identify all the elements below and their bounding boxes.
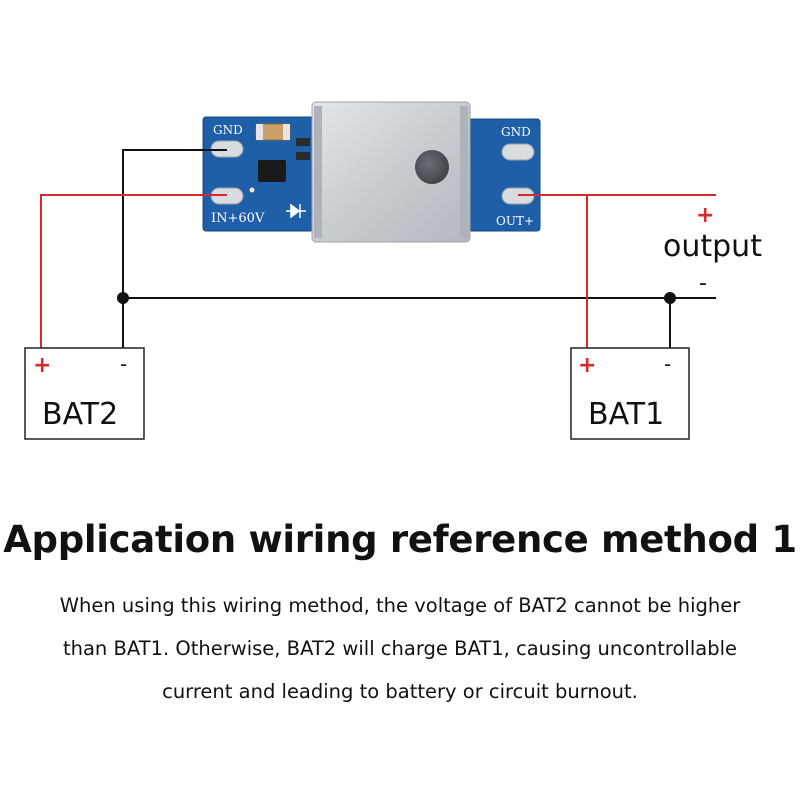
gnd-in-label: GND [213, 123, 243, 137]
junction-output-minus [664, 292, 676, 304]
converter-module [202, 101, 541, 243]
ic-chip [258, 160, 286, 182]
caption-line-2: than BAT1. Otherwise, BAT2 will charge B… [62, 637, 738, 660]
heatsink-screw-hole [415, 150, 449, 184]
bat2-minus-sign: - [120, 352, 127, 376]
bat2-label: BAT2 [42, 397, 118, 432]
caption-body: When using this wiring method, the volta… [0, 584, 800, 713]
led [249, 187, 255, 193]
junction-bat2-minus [117, 292, 129, 304]
battery-bat1: + - BAT1 [570, 347, 690, 440]
out-plus-label: OUT+ [496, 214, 534, 228]
caption-title: Application wiring reference method 1 [3, 518, 797, 561]
heatsink-fin-left [314, 106, 322, 238]
positive-wires [40, 194, 716, 348]
smd-part [296, 138, 310, 146]
smd-part-2 [296, 152, 310, 160]
wire-gnd-in [122, 149, 227, 348]
negative-wires [122, 149, 716, 348]
diode-symbol-icon [286, 203, 306, 219]
bat1-label: BAT1 [588, 397, 664, 432]
caption-line-1: When using this wiring method, the volta… [59, 594, 741, 617]
bat1-minus-sign: - [664, 352, 671, 376]
heatsink-fin-right [460, 106, 468, 238]
wire-in-plus [40, 194, 227, 348]
capacitor-cap-r [283, 124, 290, 140]
gnd-out-label: GND [501, 125, 531, 139]
bat1-plus-sign: + [578, 353, 596, 378]
caption-line-3: current and leading to battery or circui… [162, 680, 638, 703]
bat2-body [24, 347, 145, 440]
capacitor-cap [256, 124, 263, 140]
in-plus-label: IN+60V [211, 211, 265, 226]
pad-gnd-out [501, 143, 535, 161]
bat1-body [570, 347, 690, 440]
output-plus-sign: + [696, 203, 714, 228]
output-label: output [663, 229, 762, 264]
heatsink [311, 101, 471, 243]
output-minus-sign: - [699, 271, 707, 296]
battery-bat2: + - BAT2 [24, 347, 145, 440]
bat2-plus-sign: + [33, 353, 51, 378]
wiring-diagram: GND IN+60V GND OUT+ + output - + - BAT2 … [24, 101, 762, 440]
